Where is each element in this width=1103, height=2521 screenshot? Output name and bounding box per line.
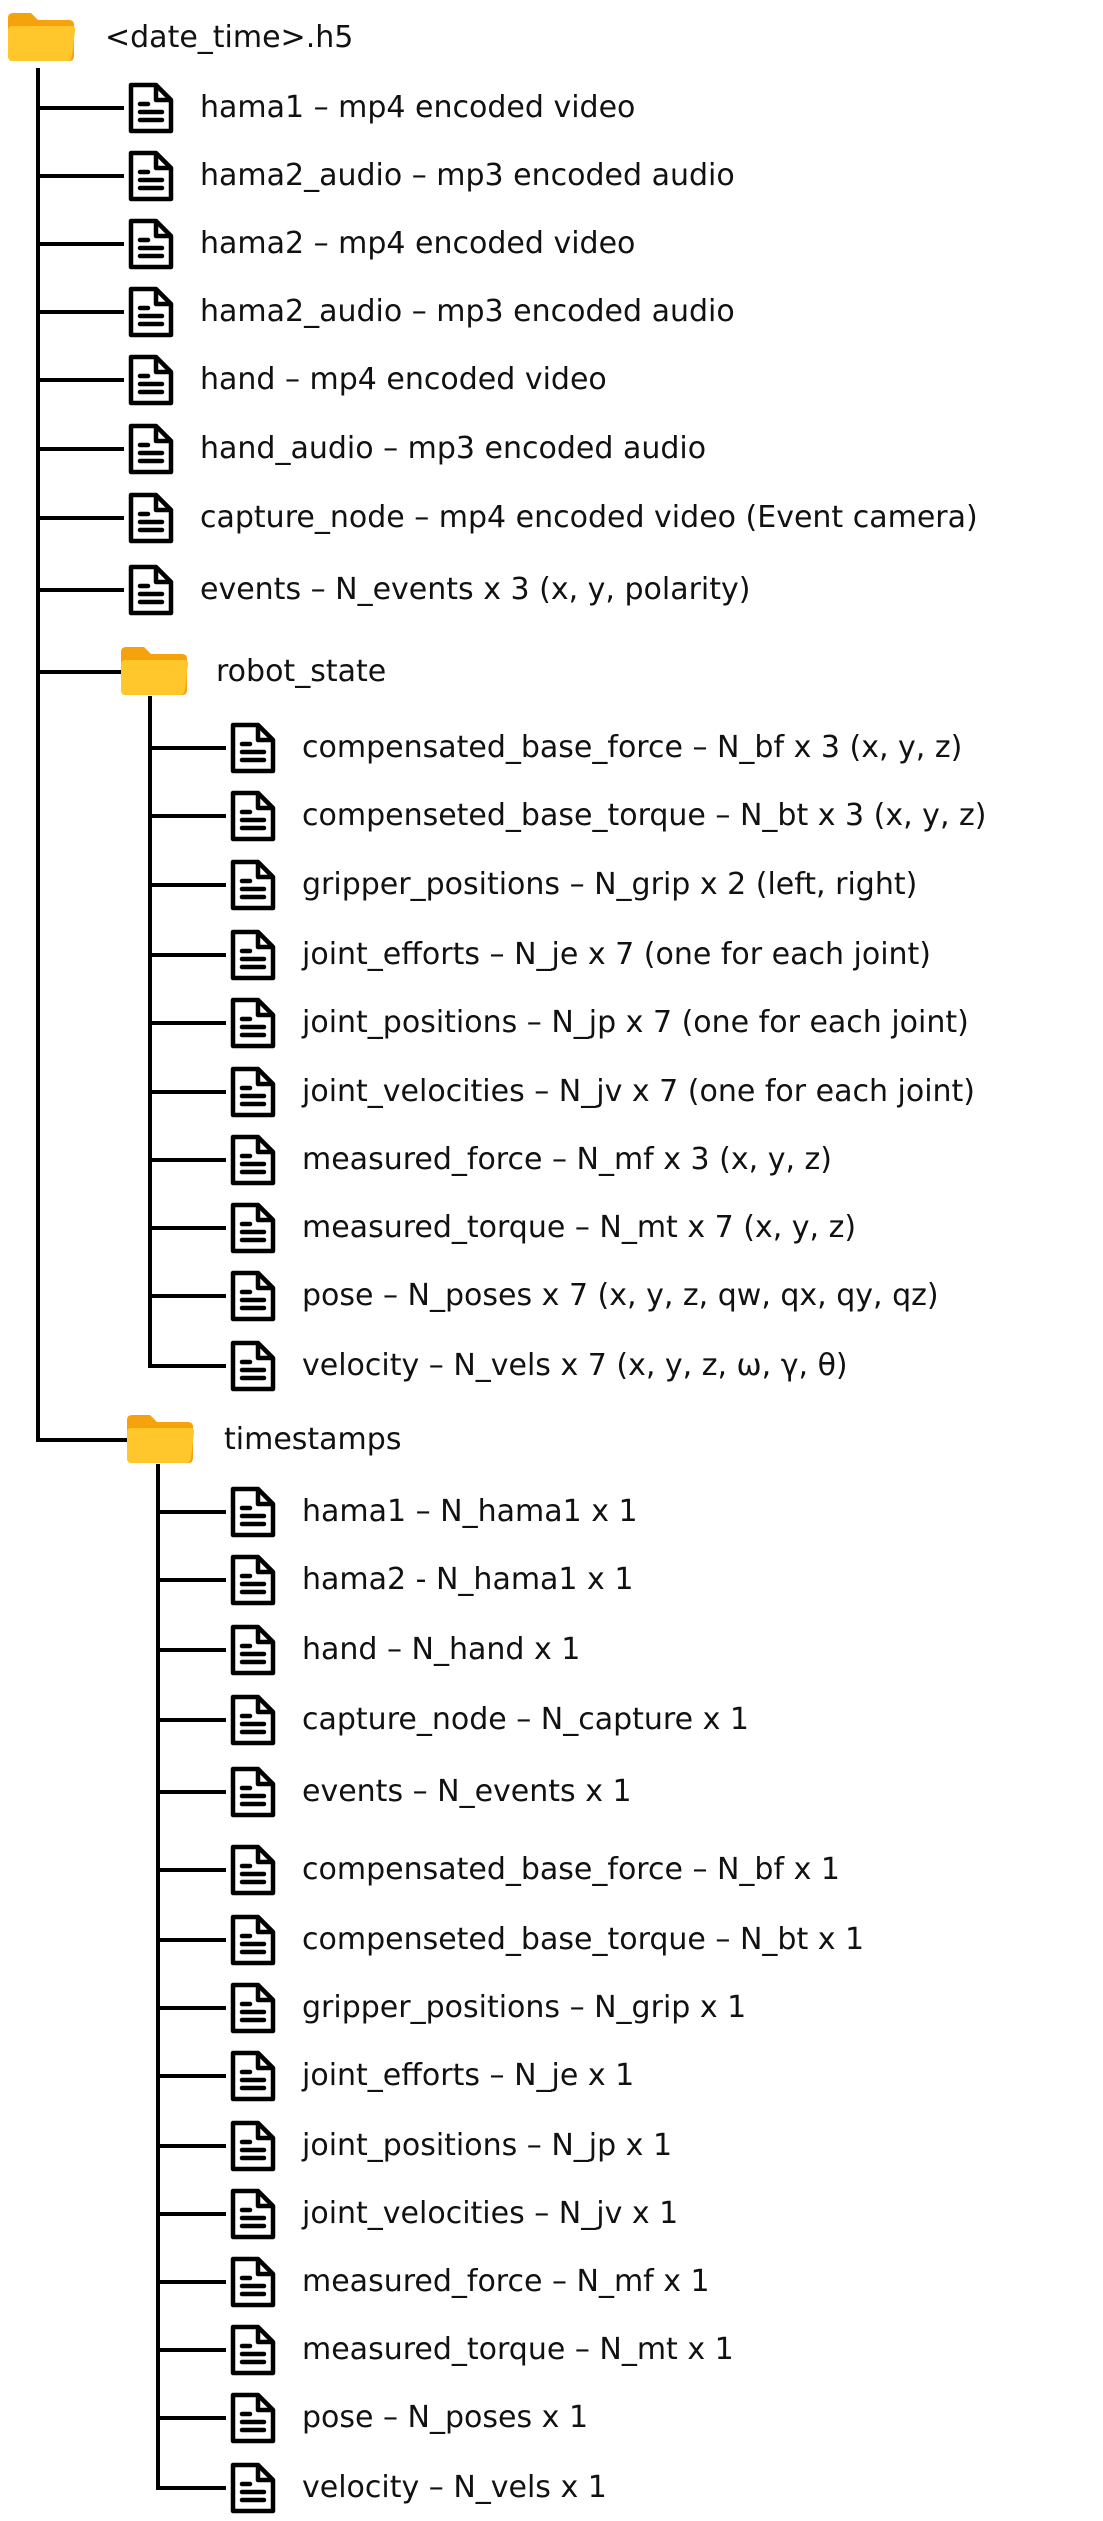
file-icon [228,1484,278,1540]
file-label: joint_positions – N_jp x 1 [302,2128,673,2163]
file-label: events – N_events x 3 (x, y, polarity) [200,572,751,607]
file-icon [228,720,278,776]
file-label: velocity – N_vels x 1 [302,2470,607,2505]
file-label: hama2 - N_hama1 x 1 [302,1562,634,1597]
file-label: hama1 – mp4 encoded video [200,90,636,125]
file-label: capture_node – mp4 encoded video (Event … [200,500,978,535]
file-label: measured_torque – N_mt x 1 [302,2332,734,2367]
file-icon [228,1338,278,1394]
file-label: capture_node – N_capture x 1 [302,1702,749,1737]
folder-label: robot_state [216,654,387,689]
file-icon [228,2254,278,2310]
file-icon [126,148,176,204]
file-icon [228,1552,278,1608]
file-icon [228,788,278,844]
file-icon [228,1200,278,1256]
folder-icon [124,1412,196,1466]
file-icon [228,1912,278,1968]
file-icon [228,1980,278,2036]
file-label: joint_velocities – N_jv x 7 (one for eac… [302,1074,976,1109]
folder-icon [118,644,190,698]
file-label: compenseted_base_torque – N_bt x 1 [302,1922,865,1957]
file-icon [228,1064,278,1120]
file-icon [228,1842,278,1898]
file-label: hand – mp4 encoded video [200,362,607,397]
folder-icon [5,10,77,64]
file-icon [228,1268,278,1324]
file-icon [228,1692,278,1748]
file-label: hama1 – N_hama1 x 1 [302,1494,638,1529]
file-label: compenseted_base_torque – N_bt x 3 (x, y… [302,798,987,833]
file-label: gripper_positions – N_grip x 2 (left, ri… [302,867,918,902]
file-label: hama2_audio – mp3 encoded audio [200,158,735,193]
folder-label: timestamps [224,1422,402,1457]
file-icon [126,421,176,477]
file-icon [228,1132,278,1188]
file-icon [228,2322,278,2378]
file-icon [228,857,278,913]
file-icon [228,995,278,1051]
file-label: compensated_base_force – N_bf x 1 [302,1852,840,1887]
file-label: joint_efforts – N_je x 7 (one for each j… [302,937,932,972]
file-icon [126,562,176,618]
file-label: measured_force – N_mf x 1 [302,2264,710,2299]
file-label: measured_torque – N_mt x 7 (x, y, z) [302,1210,857,1245]
file-label: joint_positions – N_jp x 7 (one for each… [302,1005,969,1040]
file-icon [126,490,176,546]
file-label: pose – N_poses x 7 (x, y, z, qw, qx, qy,… [302,1278,939,1313]
file-label: hama2_audio – mp3 encoded audio [200,294,735,329]
file-label: compensated_base_force – N_bf x 3 (x, y,… [302,730,963,765]
file-label: gripper_positions – N_grip x 1 [302,1990,747,2025]
file-icon [126,284,176,340]
file-label: hand_audio – mp3 encoded audio [200,431,707,466]
file-label: pose – N_poses x 1 [302,2400,589,2435]
file-icon [228,2460,278,2516]
file-icon [228,927,278,983]
file-icon [228,2390,278,2446]
file-icon [228,2118,278,2174]
file-icon [228,2186,278,2242]
file-icon [126,216,176,272]
file-label: joint_efforts – N_je x 1 [302,2058,635,2093]
file-icon [228,1622,278,1678]
file-icon [228,1764,278,1820]
file-label: measured_force – N_mf x 3 (x, y, z) [302,1142,832,1177]
folder-label: <date_time>.h5 [105,20,354,55]
file-label: joint_velocities – N_jv x 1 [302,2196,679,2231]
file-label: events – N_events x 1 [302,1774,632,1809]
file-label: velocity – N_vels x 7 (x, y, z, ω, γ, θ) [302,1348,848,1383]
file-label: hand – N_hand x 1 [302,1632,581,1667]
file-icon [126,80,176,136]
file-icon [228,2048,278,2104]
file-icon [126,352,176,408]
file-label: hama2 – mp4 encoded video [200,226,636,261]
